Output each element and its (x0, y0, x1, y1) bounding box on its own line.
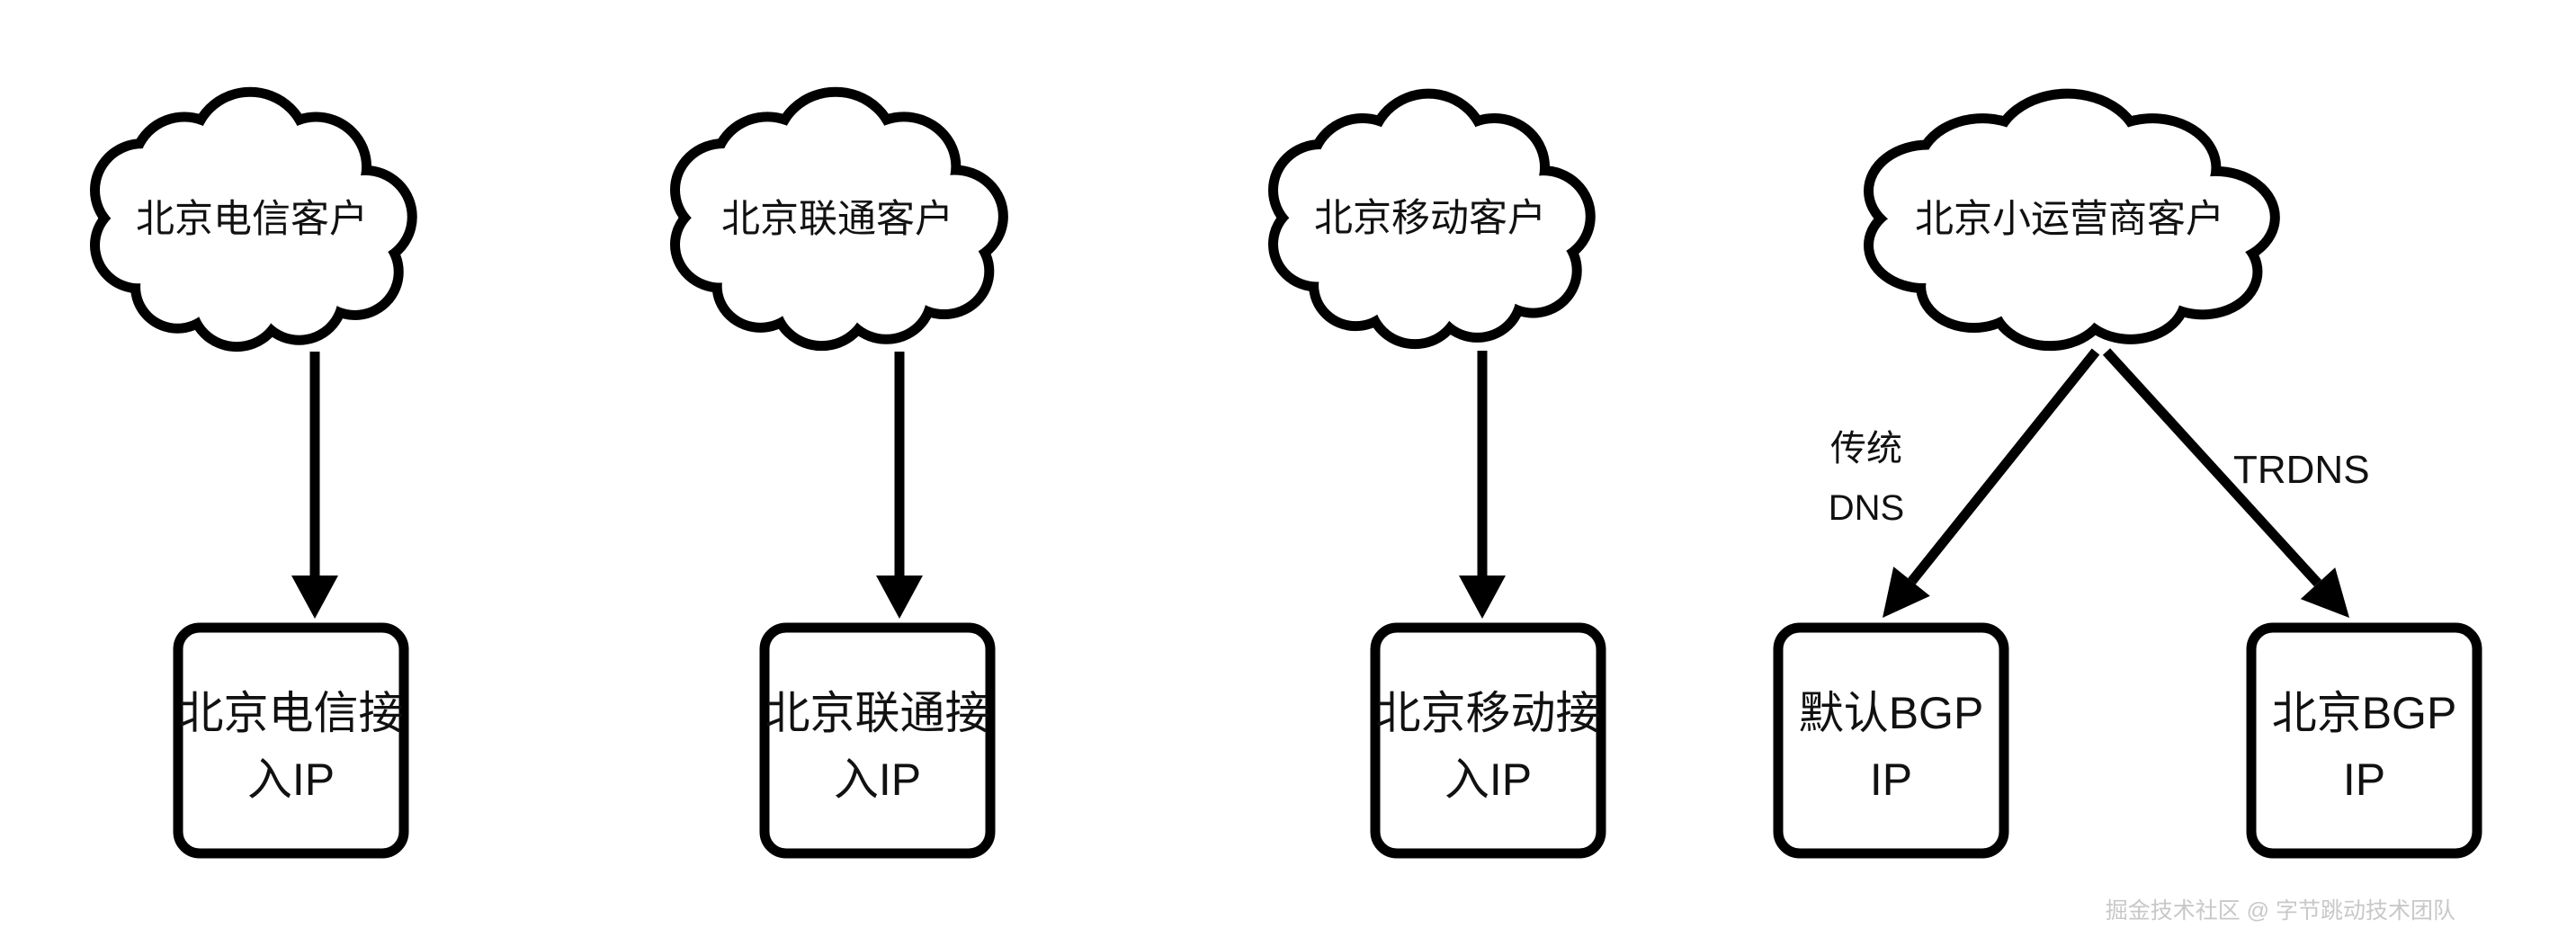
box-label-line2: 入IP (247, 754, 335, 805)
watermark-text: 掘金技术社区 @ 字节跳动技术团队 (2106, 898, 2455, 924)
label-traditional-dns: 传统 DNS (1829, 429, 1904, 528)
box-label-line1: 北京BGP (2272, 688, 2457, 738)
cloud-telecom-customers: 北京电信客户 (100, 97, 407, 342)
box-label-line1: 北京联通接 (765, 688, 990, 738)
label-traditional-dns-line1: 传统 (1830, 429, 1902, 469)
cloud-mobile-customers: 北京移动客户 (1278, 99, 1586, 340)
cloud-unicom-customers: 北京联通客户 (680, 97, 998, 341)
cloud-label-unicom: 北京联通客户 (721, 198, 953, 241)
arrow-mobile (1459, 351, 1506, 619)
arrow-traditional-dns (1883, 348, 2100, 618)
cloud-label-small-isp: 北京小运营商客户 (1915, 198, 2224, 241)
box-label-line1: 北京移动接 (1376, 688, 1601, 738)
arrow-trdns (2102, 348, 2349, 618)
box-label-line2: 入IP (834, 754, 921, 805)
watermark-highlight: 掘金技术社区 @ 字节跳动技术团队 (2107, 900, 2457, 925)
box-label-line1: 默认BGP (1799, 688, 1984, 738)
box-mobile-access-ip: 北京移动接 入IP (1370, 622, 1606, 859)
arrow-telecom (291, 352, 338, 619)
cloud-label-mobile: 北京移动客户 (1314, 197, 1546, 240)
cloud-label-telecom: 北京电信客户 (136, 198, 368, 241)
arrow-unicom (876, 352, 923, 619)
box-default-bgp-ip: 默认BGP IP (1773, 622, 2009, 859)
box-label-line1: 北京电信接 (179, 688, 404, 738)
label-traditional-dns-line2: DNS (1829, 488, 1904, 528)
box-label-line2: 入IP (1445, 754, 1532, 805)
cloud-small-isp-customers: 北京小运营商客户 (1874, 99, 2270, 342)
box-label-line2: IP (1870, 754, 1912, 805)
watermark: 掘金技术社区 @ 字节跳动技术团队 掘金技术社区 @ 字节跳动技术团队 (2106, 898, 2457, 925)
box-unicom-access-ip: 北京联通接 入IP (759, 622, 996, 859)
box-telecom-access-ip: 北京电信接 入IP (173, 622, 409, 859)
box-beijing-bgp-ip: 北京BGP IP (2246, 622, 2482, 859)
box-label-line2: IP (2343, 754, 2385, 805)
label-trdns: TRDNS (2233, 448, 2370, 492)
